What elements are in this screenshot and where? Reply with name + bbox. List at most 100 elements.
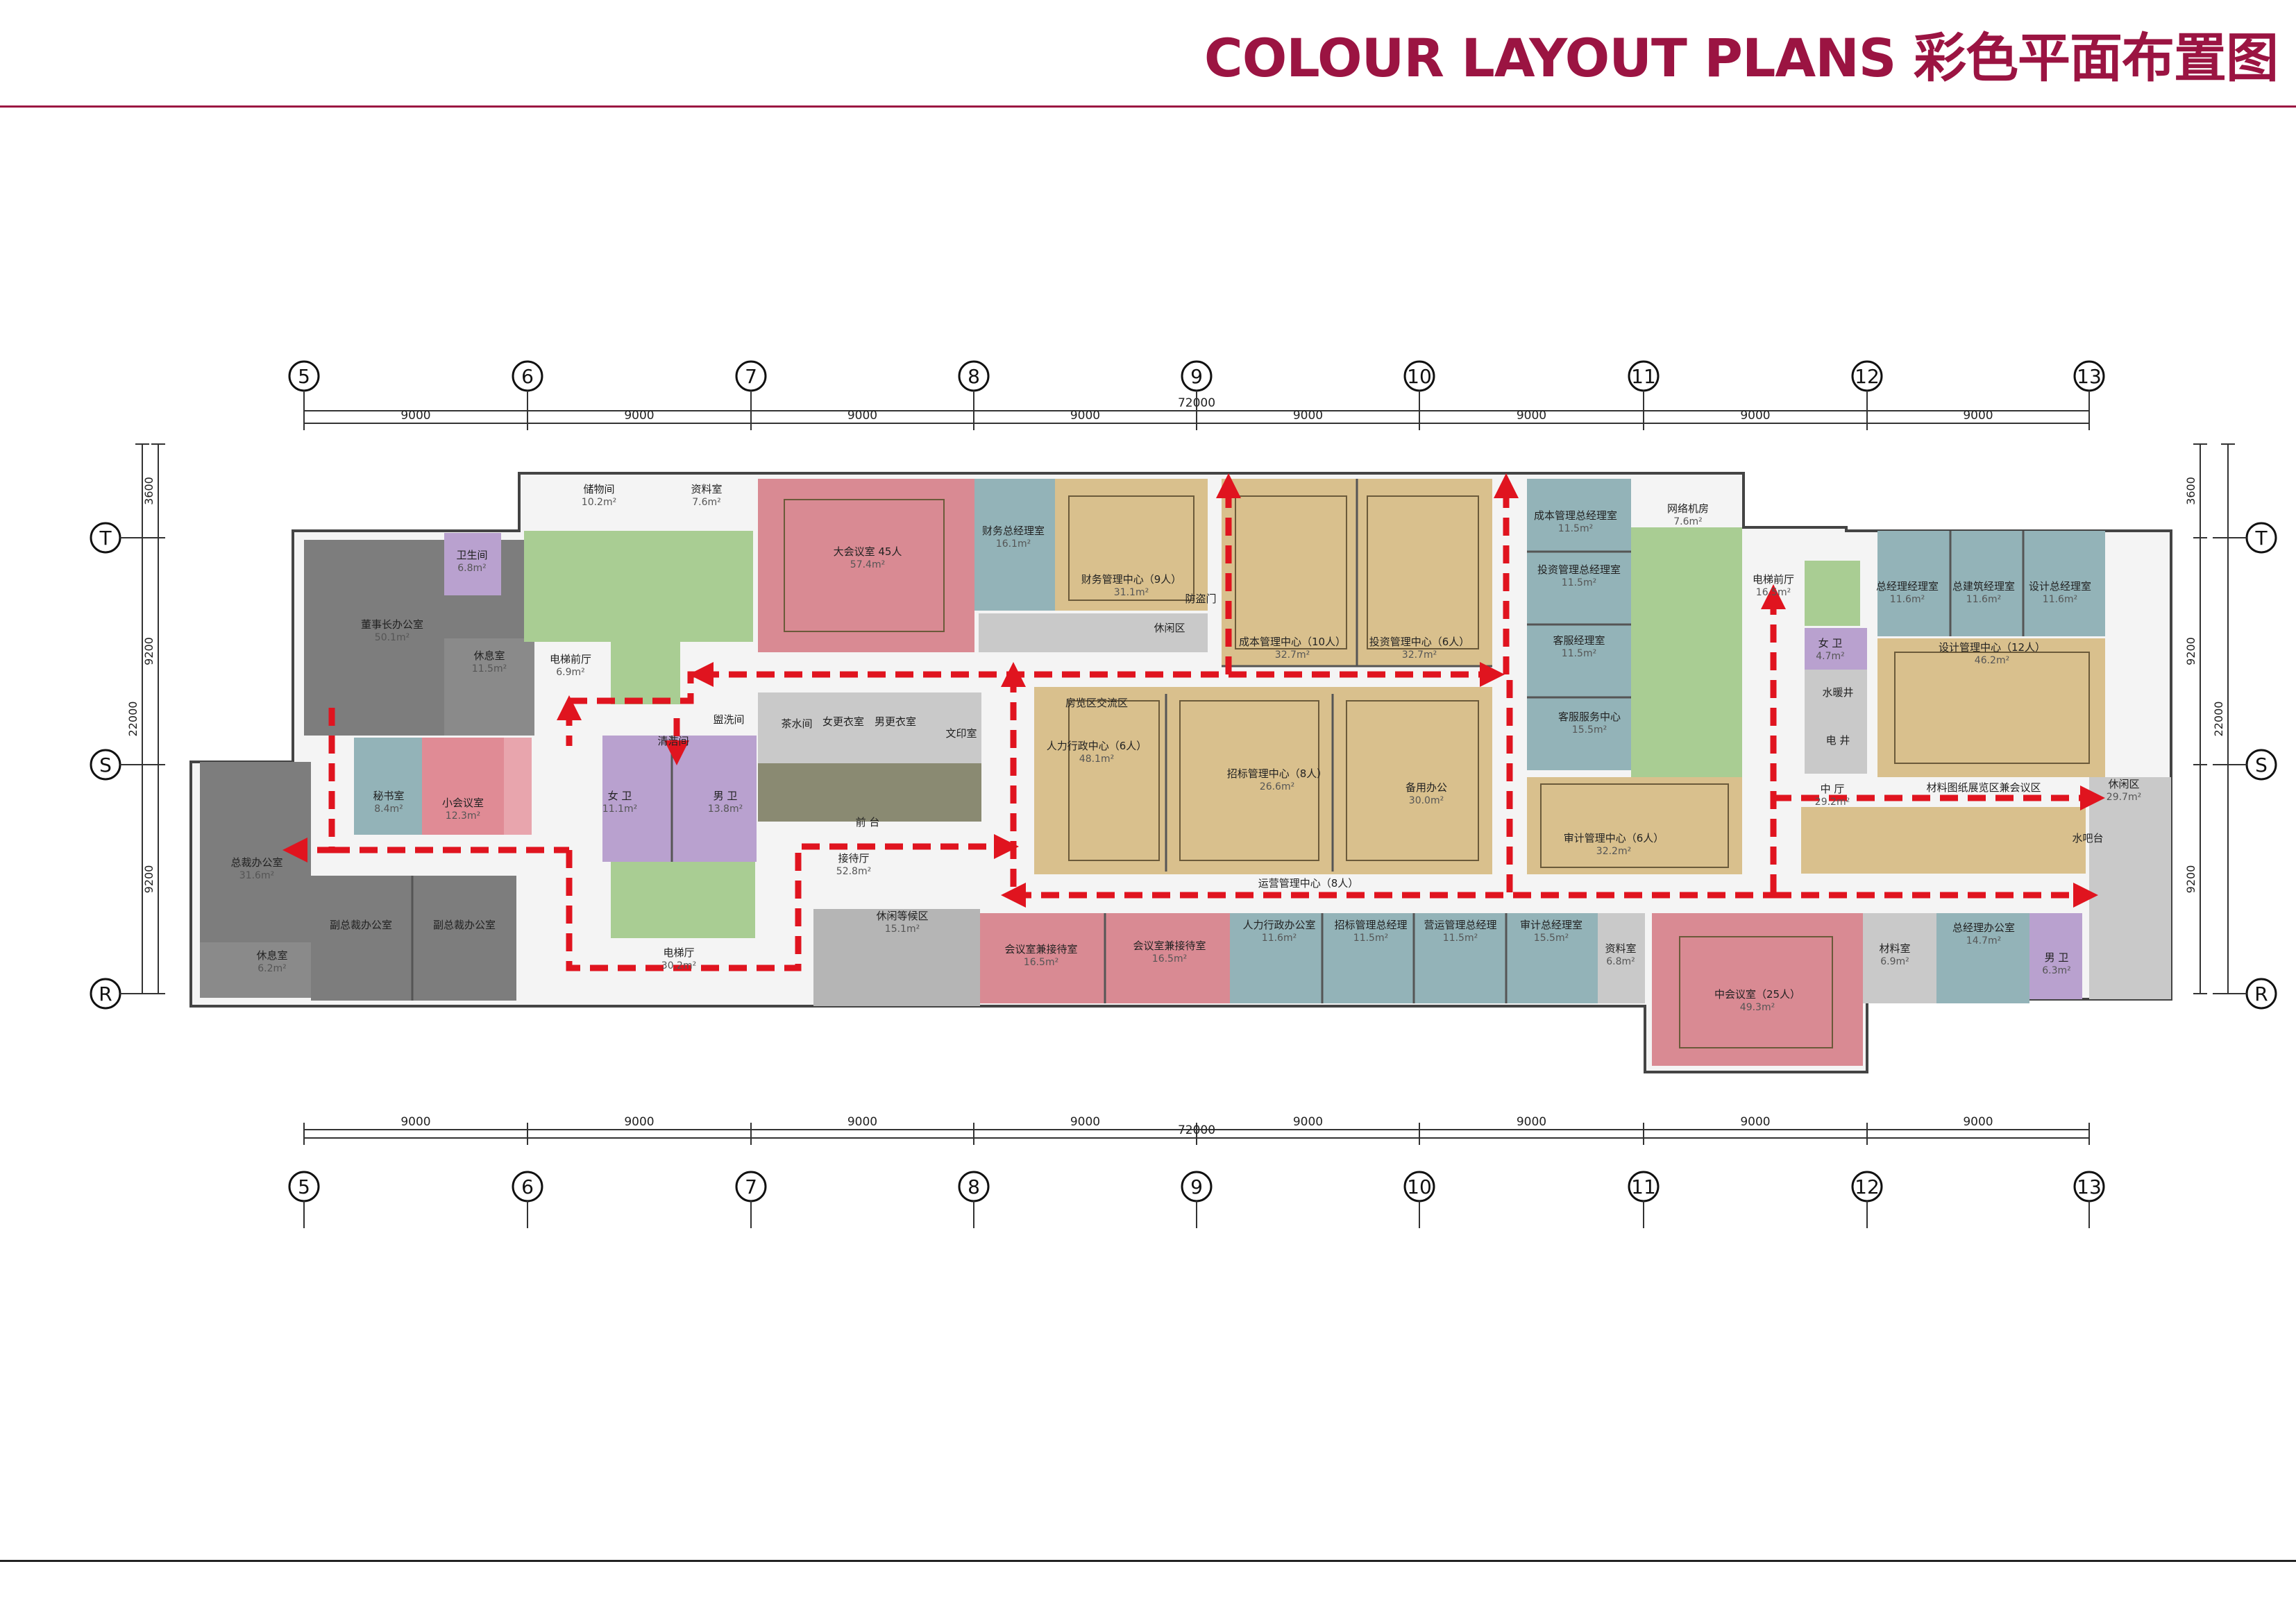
room-label-finance-center: 财务管理中心（9人）31.1m²	[1081, 573, 1182, 598]
svg-text:16.5m²: 16.5m²	[1152, 953, 1187, 965]
svg-text:资料室: 资料室	[691, 483, 722, 495]
room-rest-2	[200, 942, 311, 998]
svg-text:房览区交流区: 房览区交流区	[1065, 697, 1128, 709]
room-bath-1	[444, 533, 501, 595]
svg-text:12: 12	[1855, 1175, 1880, 1198]
room-label-wash-room: 盥洗间	[713, 713, 744, 726]
svg-text:11.6m²: 11.6m²	[1262, 933, 1297, 944]
room-label-lounge-1: 休闲区	[1154, 622, 1185, 634]
room-label-tea-room: 茶水间	[781, 717, 812, 730]
svg-text:女 卫: 女 卫	[1818, 637, 1843, 649]
axis-marker-row-S-left: S	[90, 749, 154, 781]
svg-text:10: 10	[1407, 1175, 1432, 1198]
svg-text:营运管理总经理: 营运管理总经理	[1424, 919, 1496, 931]
room-label-exhibit: 房览区交流区	[1065, 697, 1128, 709]
dim-bay: 9000	[1963, 409, 1993, 423]
room-small-ext	[504, 738, 532, 835]
svg-text:秘书室: 秘书室	[373, 790, 404, 802]
room-materials	[1863, 913, 1936, 1003]
svg-text:S: S	[2255, 754, 2268, 776]
svg-text:5: 5	[298, 365, 310, 388]
axis-marker-col-12-top: 12	[1851, 360, 1883, 418]
svg-text:6.3m²: 6.3m²	[2042, 965, 2071, 976]
axis-marker-col-9-bottom: 9	[1181, 1171, 1213, 1228]
furniture	[784, 495, 2090, 1048]
svg-text:31.6m²: 31.6m²	[239, 870, 274, 881]
room-elevator-2	[611, 862, 755, 938]
room-audit-center	[1527, 777, 1742, 874]
axis-marker-row-R-right: R	[2213, 978, 2277, 1010]
svg-text:副总裁办公室: 副总裁办公室	[433, 919, 496, 931]
room-label-vp-2: 副总裁办公室	[433, 919, 496, 931]
svg-text:总经理办公室: 总经理办公室	[1952, 921, 2015, 934]
room-design-center	[1877, 638, 2105, 777]
dim-bay: 9000	[847, 409, 877, 423]
svg-text:R: R	[99, 983, 112, 1005]
svg-text:32.7m²: 32.7m²	[1402, 649, 1437, 661]
dim-bay: 9000	[1070, 1115, 1100, 1129]
svg-text:11.5m²: 11.5m²	[1443, 933, 1478, 944]
svg-text:总经理经理室: 总经理经理室	[1876, 580, 1939, 593]
svg-text:女更衣室: 女更衣室	[822, 715, 864, 728]
svg-text:11.1m²: 11.1m²	[602, 804, 637, 815]
room-label-restroom-f: 女 卫 11.1m²	[602, 790, 637, 815]
room-label-restroom-f2: 女 卫4.7m²	[1816, 637, 1845, 662]
svg-text:运营管理中心（8人）: 运营管理中心（8人）	[1258, 877, 1359, 890]
svg-text:57.4m²: 57.4m²	[850, 559, 885, 570]
svg-text:15.5m²: 15.5m²	[1534, 933, 1569, 944]
svg-text:26.6m²: 26.6m²	[1260, 781, 1294, 792]
dim-bay: 9000	[1070, 409, 1100, 423]
svg-text:12: 12	[1855, 365, 1880, 388]
room-elevator-1	[611, 642, 680, 704]
svg-text:10.2m²: 10.2m²	[582, 497, 616, 508]
room-lounge-wait	[813, 909, 980, 1006]
svg-text:人力行政办公室: 人力行政办公室	[1242, 919, 1315, 931]
room-label-files: 文印室	[945, 727, 977, 740]
room-shafts	[1805, 670, 1867, 774]
svg-text:8.4m²: 8.4m²	[374, 804, 403, 815]
svg-text:储物间: 储物间	[583, 483, 614, 495]
svg-text:设计总经理室: 设计总经理室	[2029, 580, 2091, 593]
svg-text:清洁间: 清洁间	[657, 735, 689, 747]
svg-text:11.5m²: 11.5m²	[1562, 648, 1596, 659]
room-label-restroom-m2: 男 卫6.3m²	[2042, 951, 2071, 976]
room-label-middle-hall: 中 厅29.2m²	[1815, 783, 1850, 808]
circulation-path	[282, 473, 2105, 971]
svg-text:投资管理中心（6人）: 投资管理中心（6人）	[1369, 636, 1470, 648]
dim-total: 72000	[1178, 1123, 1215, 1137]
svg-text:女 卫: 女 卫	[608, 790, 632, 802]
svg-text:5: 5	[298, 1175, 310, 1198]
svg-text:设计管理中心（12人）: 设计管理中心（12人）	[1939, 641, 2045, 654]
svg-text:水吧台: 水吧台	[2072, 832, 2103, 844]
axis-marker-col-7-top: 7	[735, 360, 767, 418]
dim-side: 22000	[2212, 702, 2225, 737]
room-label-water-shaft: 水暖井	[1822, 686, 1853, 699]
svg-text:11.5m²: 11.5m²	[1353, 933, 1388, 944]
svg-text:材料室: 材料室	[1879, 942, 1910, 955]
axis-marker-col-10-bottom: 10	[1403, 1171, 1435, 1228]
axis-marker-col-8-top: 8	[958, 360, 990, 418]
room-big-meeting	[758, 479, 974, 652]
svg-text:投资管理总经理室: 投资管理总经理室	[1537, 563, 1621, 576]
svg-text:茶水间: 茶水间	[781, 717, 812, 730]
room-elevator-3	[1805, 561, 1860, 626]
svg-text:12.3m²: 12.3m²	[446, 810, 480, 822]
svg-text:10: 10	[1407, 365, 1432, 388]
svg-text:16.5m²: 16.5m²	[1024, 957, 1058, 968]
room-label-secretary: 秘书室 8.4m²	[373, 790, 404, 815]
room-gm-office	[1936, 913, 2029, 1003]
room-label-cleaning: 清洁间	[657, 735, 689, 747]
room-mid-meeting	[1652, 913, 1863, 1066]
dim-side: 9200	[142, 637, 155, 665]
